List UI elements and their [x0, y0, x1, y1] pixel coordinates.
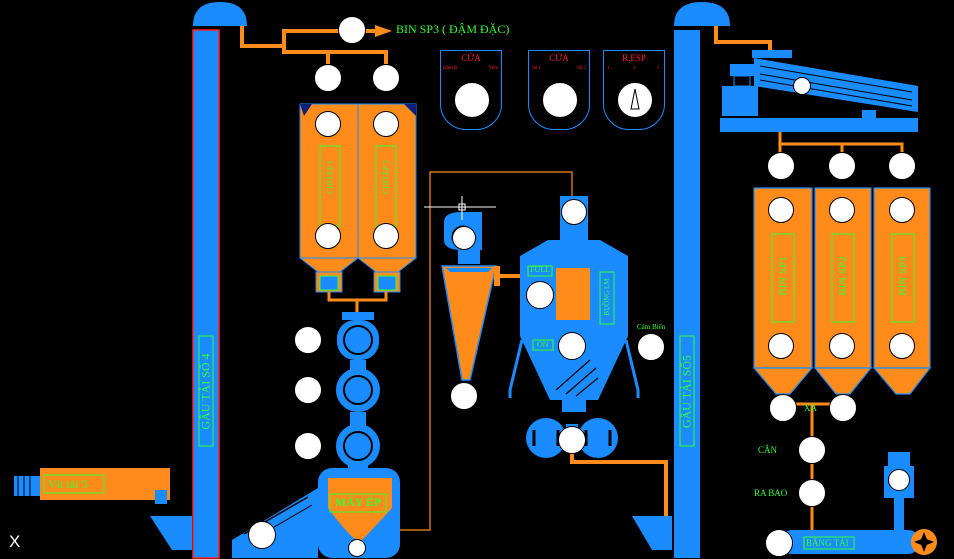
indicator-cooler-full[interactable]	[526, 281, 554, 309]
panel-resp-pos-3: 3	[656, 66, 660, 71]
panel-resp-pos-1: 1	[607, 66, 610, 71]
indicator-hopper1-bottom[interactable]	[315, 223, 341, 249]
panel-door-1-left: Đậm Đ	[443, 66, 458, 71]
selector-pointer-icon	[630, 88, 640, 110]
vibrating-screen	[720, 50, 918, 154]
indicator-hopper1-inlet[interactable]	[314, 64, 342, 92]
indicator-rotary-valve[interactable]	[558, 426, 586, 454]
rotary-valves	[526, 418, 668, 516]
bin-sp3-label: BIN SP3	[897, 256, 909, 296]
screw-conveyor-5	[14, 468, 170, 504]
panel-door-2-left: Số 1	[532, 66, 542, 71]
indicator-hopper2-top[interactable]	[373, 111, 399, 137]
pipe-arrow-icon	[375, 25, 392, 37]
panel-door-2[interactable]: CỬA Số 1 Số 2	[528, 50, 590, 130]
panel-resp[interactable]: R.ESP 1 2 3	[603, 50, 665, 130]
bin-sp2-label: BIN SP2	[837, 256, 849, 296]
top-pipe	[240, 26, 388, 64]
indicator-cyclone-outlet[interactable]	[450, 382, 478, 410]
indicator-cooler-on[interactable]	[558, 332, 586, 360]
close-x-label[interactable]: X	[9, 532, 21, 551]
indicator-xa-1[interactable]	[769, 394, 797, 422]
panel-door-1-title: CỬA	[461, 53, 481, 63]
indicator-ra-bao[interactable]	[798, 479, 826, 507]
cho-ep-2-label: CHỜ ÉP 2	[381, 160, 391, 194]
panel-resp-selector[interactable]	[617, 82, 653, 118]
panel-door-2-indicator[interactable]	[542, 82, 578, 118]
indicator-bin2-inlet[interactable]	[828, 152, 856, 180]
vit-tai-5-label: Vít tải 5	[48, 477, 88, 491]
panel-door-2-title: CỬA	[549, 53, 569, 63]
gau-tai-5-label: GẦU TẢI SỐ5	[679, 354, 694, 429]
panel-door-1[interactable]: CỬA Đậm Đ Viên	[440, 50, 502, 130]
buong-lm-label: BUỒNG LM	[603, 278, 611, 316]
indicator-bin1-bottom[interactable]	[768, 333, 794, 359]
indicator-bin2-top[interactable]	[829, 197, 855, 223]
cam-bien-label: Cảm Biến	[637, 323, 666, 331]
panel-resp-pos-2: 2	[633, 66, 636, 71]
indicator-belt[interactable]	[765, 529, 793, 557]
indicator-bin1-inlet[interactable]	[767, 152, 795, 180]
indicator-pipe-top[interactable]	[338, 16, 366, 44]
indicator-hopper2-bottom[interactable]	[373, 223, 399, 249]
panel-door-1-right: Viên	[488, 66, 498, 71]
full-label: FULL	[530, 265, 550, 274]
hopper-cho-ep-2	[356, 103, 418, 293]
gau-tai-4-label: GẦU TẢI SỐ 4	[198, 353, 213, 430]
panel-resp-title: R.ESP	[622, 53, 646, 63]
on-label: ON	[537, 340, 549, 349]
cho-ep-1-label: CHỜ ÉP 1	[325, 160, 335, 194]
indicator-bin3-bottom[interactable]	[889, 333, 915, 359]
indicator-feeder-1[interactable]	[294, 326, 322, 354]
feeder-stack	[336, 312, 380, 472]
indicator-feeder-2[interactable]	[294, 376, 322, 404]
indicator-bin2-bottom[interactable]	[829, 333, 855, 359]
bucket-elevator-5	[632, 2, 730, 558]
cyclone	[424, 196, 524, 381]
bin-sp1-label: BIN SP1	[777, 256, 789, 296]
indicator-xa-2[interactable]	[829, 394, 857, 422]
indicator-cyclone-fan[interactable]	[452, 226, 476, 250]
bucket-elevator-4	[150, 2, 247, 559]
indicator-hopper1-top[interactable]	[315, 111, 341, 137]
indicator-press-motor[interactable]	[348, 539, 366, 557]
indicator-bagger[interactable]	[888, 469, 910, 491]
indicator-can[interactable]	[798, 436, 826, 464]
indicator-bin1-top[interactable]	[768, 197, 794, 223]
indicator-bin3-top[interactable]	[889, 197, 915, 223]
indicator-screen[interactable]	[793, 77, 811, 95]
can-label: CÂN	[758, 445, 778, 455]
ra-bao-label: RA BAO	[754, 488, 788, 498]
hopper-cho-ep-1	[298, 103, 360, 293]
bang-tai-label: BĂNG TẢI	[806, 538, 849, 548]
panel-door-2-right: Số 2	[576, 66, 586, 71]
may-ep-label: MÁY ÉP	[334, 495, 382, 509]
indicator-feeder-3[interactable]	[294, 432, 322, 460]
indicator-hopper2-inlet[interactable]	[372, 64, 400, 92]
indicator-cam-bien[interactable]	[637, 333, 665, 361]
indicator-press[interactable]	[248, 521, 276, 549]
press-machine	[232, 468, 400, 558]
bin-sp3-dam-dac-label: BIN SP3 ( ĐẬM ĐẶC)	[396, 22, 510, 36]
xa-label: XẢ	[804, 403, 817, 413]
panel-door-1-indicator[interactable]	[454, 82, 490, 118]
indicator-cooler-top[interactable]	[561, 199, 587, 225]
indicator-bin3-inlet[interactable]	[888, 152, 916, 180]
